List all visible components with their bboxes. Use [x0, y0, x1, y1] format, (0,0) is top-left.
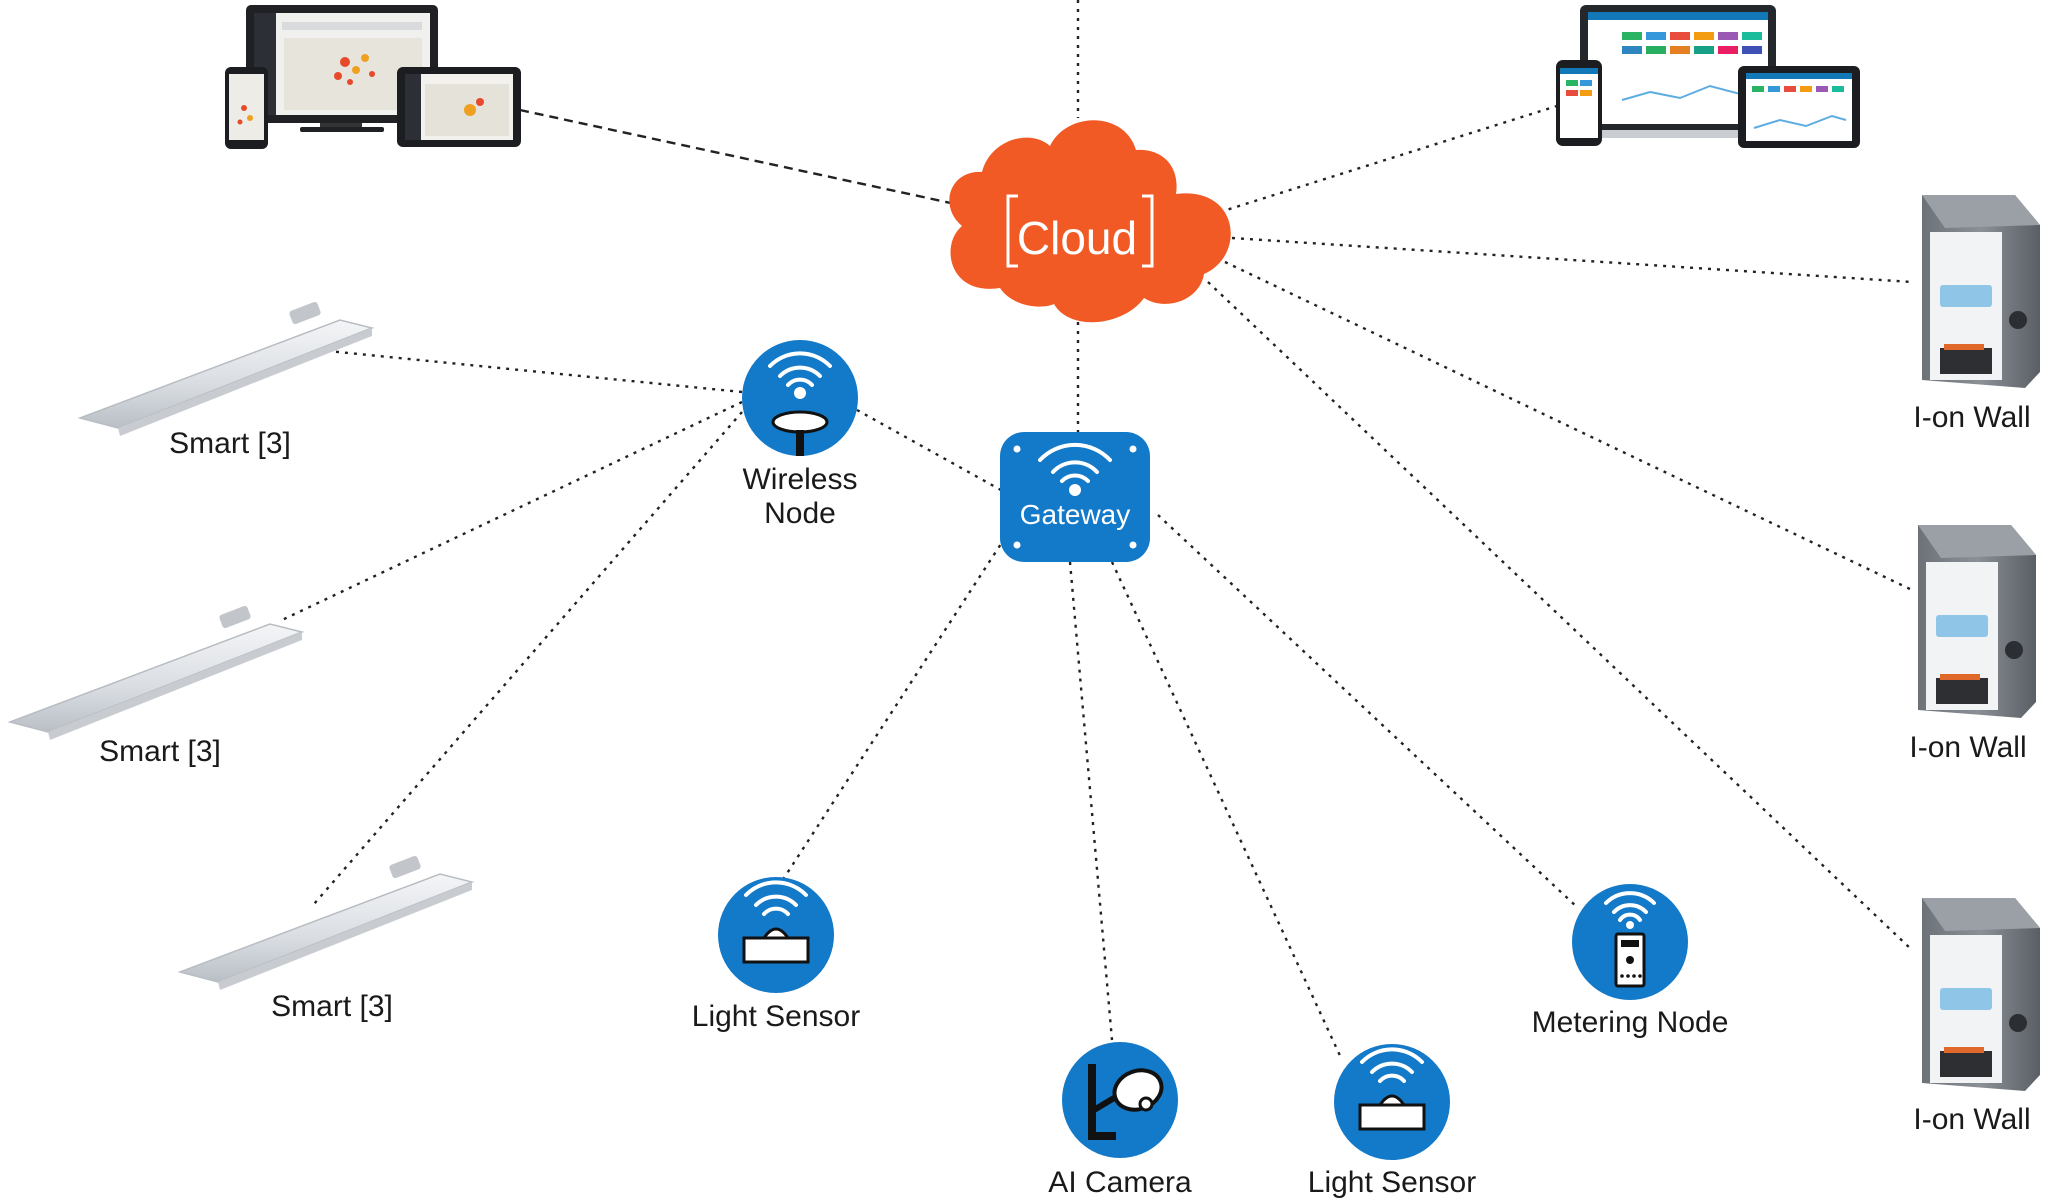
ai-camera-icon — [1062, 1042, 1178, 1158]
dashboard-devices-right — [1556, 5, 1860, 148]
line-gateway-ai-camera — [1068, 561, 1114, 1041]
ion-wall-label-2: I-on Wall — [1909, 731, 2027, 764]
phone-icon — [225, 67, 268, 149]
cloud-icon: Cloud — [949, 120, 1231, 323]
luminaire-1 — [77, 301, 375, 436]
wireless-node-label: Wireless Node — [700, 463, 900, 531]
monitor-icon — [246, 5, 438, 132]
light-sensor-icon-2 — [1334, 1044, 1450, 1160]
line-cloud-charger-2 — [1224, 260, 1913, 592]
ev-charger-3 — [1922, 898, 2040, 1091]
tablet-icon — [1738, 66, 1860, 148]
ev-charger-2 — [1918, 525, 2036, 718]
ev-charger-1 — [1922, 195, 2040, 388]
luminaire-2 — [7, 605, 305, 740]
light-sensor-label-1: Light Sensor — [691, 1000, 861, 1033]
line-node-gateway — [856, 408, 1009, 496]
phone-icon — [1556, 60, 1602, 146]
luminaire-3 — [177, 855, 475, 990]
line-node-smart-2 — [281, 400, 743, 622]
light-sensor-label-2: Light Sensor — [1307, 1166, 1477, 1199]
bracket-left-icon — [1006, 194, 1018, 268]
cloud-shape — [949, 120, 1231, 323]
dashboard-devices-left — [225, 5, 521, 149]
cloud-label: Cloud — [1017, 212, 1137, 264]
line-node-smart-3 — [313, 411, 743, 905]
connection-lines — [281, 0, 1913, 1061]
metering-node-icon — [1572, 884, 1688, 1000]
metering-node-label: Metering Node — [1531, 1006, 1729, 1039]
ai-camera-label: AI Camera — [1048, 1166, 1192, 1199]
line-node-smart-1 — [317, 348, 743, 394]
wireless-node-icon — [742, 340, 858, 456]
line-gateway-metering — [1157, 514, 1579, 909]
wifi-icon — [1038, 442, 1112, 483]
gateway-label: Gateway — [1020, 499, 1131, 530]
tablet-icon — [397, 67, 521, 147]
smart-label-1: Smart [3] — [169, 427, 291, 460]
smart-label-2: Smart [3] — [99, 735, 221, 768]
gateway-icon: Gateway — [1000, 432, 1150, 562]
line-cloud-charger-3 — [1207, 281, 1913, 951]
line-cloud-dashboard-right — [1219, 103, 1561, 214]
line-gateway-light-sensor-1 — [782, 529, 1012, 879]
line-cloud-dashboard-left — [519, 108, 961, 207]
ion-wall-label-3: I-on Wall — [1913, 1103, 2031, 1136]
bracket-right-icon — [1142, 194, 1154, 268]
line-gateway-light-sensor-2 — [1110, 561, 1344, 1061]
ion-wall-label-1: I-on Wall — [1913, 401, 2031, 434]
light-sensor-icon-1 — [718, 877, 834, 993]
wireless-node-label-line2: Node — [764, 497, 836, 530]
smart-label-3: Smart [3] — [271, 990, 393, 1023]
wireless-node-label-line1: Wireless — [742, 463, 858, 496]
line-cloud-charger-1 — [1231, 236, 1913, 284]
